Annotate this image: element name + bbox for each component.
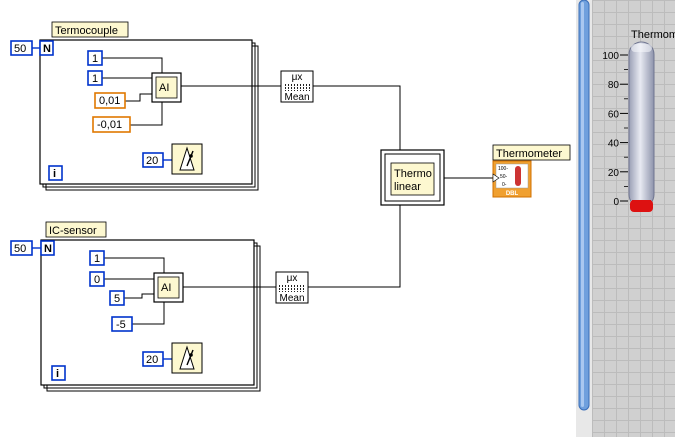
svg-text:50-: 50- [500,174,508,180]
mean-node-2[interactable]: μx Mean [275,271,309,304]
svg-text:20: 20 [146,354,158,366]
thermometer-tube [628,41,655,208]
scale-tick-label: 20 [608,168,620,179]
svg-text:μx: μx [287,273,298,284]
svg-text:1: 1 [94,253,100,265]
mini-thermometer-icon [515,166,521,186]
count-terminal[interactable]: N [40,240,55,256]
svg-text:Thermo: Thermo [394,168,432,180]
svg-text:1: 1 [92,53,98,65]
front-panel[interactable]: Thermometer 100 80 60 40 20 0 [592,0,675,437]
scale-tick-label: 40 [608,139,620,150]
svg-text:AI: AI [161,282,171,294]
constant-channel[interactable]: 1 [87,70,103,86]
svg-text:DBL: DBL [506,191,519,197]
thermometer-title: Thermometer [631,29,675,41]
loop-label-ic-sensor[interactable]: IC-sensor [45,221,107,238]
svg-text:AI: AI [159,82,169,94]
svg-text:Mean: Mean [279,293,304,304]
loop-count-constant[interactable]: 50 [10,240,33,256]
svg-text:50: 50 [14,243,26,255]
svg-text:i: i [56,368,59,380]
svg-text:μx: μx [292,72,303,83]
wires-mean-to-thermo [308,85,493,288]
ai-subvi[interactable]: AI [153,272,184,303]
loop-label-termocouple[interactable]: Termocouple [51,21,129,38]
constant-device[interactable]: 1 [89,250,105,266]
svg-text:Thermometer: Thermometer [496,148,562,160]
svg-text:IC-sensor: IC-sensor [49,225,97,237]
iteration-terminal[interactable]: i [51,365,66,381]
wires-loop1 [102,57,281,126]
scale-tick-label: 100 [602,51,619,62]
front-panel-graphic: Thermometer 100 80 60 40 20 0 [602,29,675,212]
metronome-wait-icon[interactable] [171,342,203,374]
loop-label-text: Termocouple [55,25,118,37]
vertical-scrollbar[interactable] [576,0,592,437]
constant-high-limit[interactable]: 0,01 [94,92,126,109]
diagram-canvas: Termocouple 50 N i 1 1 0,01 -0,01 A [10,21,571,392]
scrollbar-graphic [576,0,592,437]
scale-tick-label: 60 [608,109,620,120]
svg-text:N: N [44,243,52,255]
svg-text:-5: -5 [116,319,126,331]
svg-text:i: i [53,168,56,180]
constant-high-limit[interactable]: 5 [109,290,125,306]
wires-loop2 [104,257,276,325]
constant-low-limit[interactable]: -5 [111,316,133,332]
svg-text:100-: 100- [498,166,508,172]
ai-subvi[interactable]: AI [151,72,182,103]
svg-text:Mean: Mean [284,92,309,103]
constant-channel[interactable]: 0 [89,271,105,287]
iteration-terminal[interactable]: i [48,165,63,181]
block-diagram[interactable]: Termocouple 50 N i 1 1 0,01 -0,01 A [0,0,580,437]
thermometer-terminal-label[interactable]: Thermometer [492,144,571,161]
wait-constant[interactable]: 20 [142,152,164,168]
constant-device[interactable]: 1 [87,50,103,66]
thermometer-terminal[interactable]: 100- 50- 0- DBL [492,160,532,198]
thermometer-bulb [630,200,653,212]
metronome-wait-icon[interactable] [171,143,203,175]
mean-node-1[interactable]: μx Mean [280,70,314,103]
svg-text:1: 1 [92,73,98,85]
svg-text:0-: 0- [502,182,507,188]
noise-waveform-icon [284,83,310,91]
scale-tick-label: 80 [608,80,620,91]
noise-waveform-icon [279,284,305,292]
count-terminal[interactable]: N [39,40,54,56]
thermometer-scale: 100 80 60 40 20 0 [602,51,628,208]
scale-tick-label: 0 [613,197,619,208]
wait-constant[interactable]: 20 [142,351,164,367]
svg-text:5: 5 [114,293,120,305]
svg-text:20: 20 [146,155,158,167]
thermo-linear-subvi[interactable]: Thermo linear [380,149,445,206]
svg-text:50: 50 [14,43,26,55]
constant-low-limit[interactable]: -0,01 [92,116,131,133]
svg-text:0: 0 [94,274,100,286]
for-loop-ic-sensor[interactable] [40,239,261,392]
svg-text:0,01: 0,01 [99,95,120,107]
svg-text:N: N [43,43,51,55]
svg-text:-0,01: -0,01 [97,119,122,131]
svg-text:linear: linear [394,181,421,193]
loop-count-constant[interactable]: 50 [10,40,33,56]
